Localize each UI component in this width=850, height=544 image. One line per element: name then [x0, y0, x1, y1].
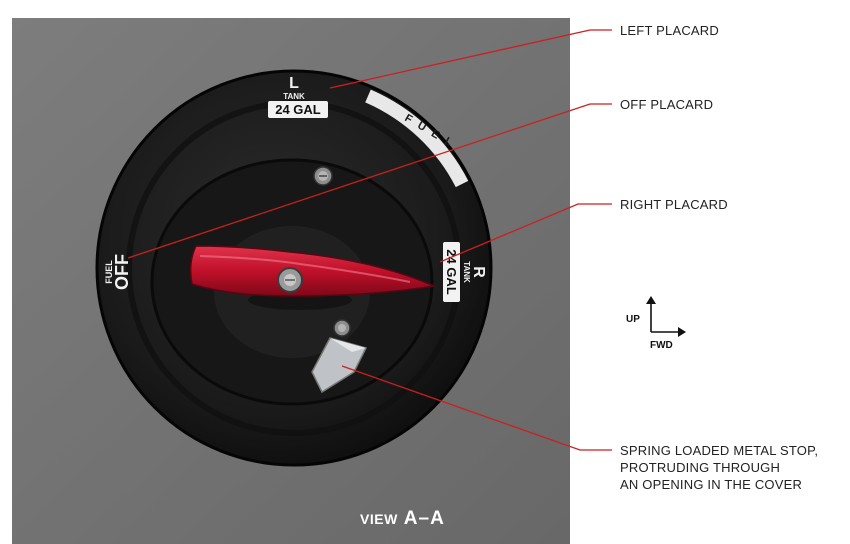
- off-placard: FUEL OFF: [104, 254, 132, 290]
- handle-center-screw: [277, 267, 303, 293]
- left-tank-label: TANK: [283, 92, 305, 101]
- left-capacity-text: 24 GAL: [275, 102, 321, 117]
- right-capacity-text: 24 GAL: [444, 249, 459, 295]
- leader-right-placard: [439, 203, 612, 263]
- right-tank-letter: R: [470, 266, 487, 278]
- leader-metal-stop: [341, 365, 612, 451]
- up-arrow-head: [646, 296, 656, 304]
- leader-lines: [127, 29, 612, 451]
- callout-metal-stop-line1: SPRING LOADED METAL STOP,: [620, 443, 819, 458]
- callout-metal-stop: SPRING LOADED METAL STOP, PROTRUDING THR…: [620, 442, 818, 493]
- upper-screw: [313, 166, 333, 186]
- off-big-label: OFF: [112, 254, 132, 290]
- orientation-indicator: [646, 296, 686, 337]
- left-capacity-box: [268, 101, 328, 118]
- callout-off-placard: OFF PLACARD: [620, 97, 714, 112]
- leader-left-placard: [329, 29, 612, 89]
- left-placard: L TANK 24 GAL: [268, 75, 328, 118]
- callout-left-placard: LEFT PLACARD: [620, 23, 719, 38]
- up-label: UP: [626, 314, 640, 325]
- fwd-label: FWD: [650, 340, 673, 351]
- callout-metal-stop-line3: AN OPENING IN THE COVER: [620, 477, 803, 492]
- metal-stop-shade: [330, 338, 366, 352]
- callout-metal-stop-line2: PROTRUDING THROUGH: [620, 460, 781, 475]
- callout-right-placard: RIGHT PLACARD: [620, 197, 728, 212]
- lower-screw: [333, 319, 351, 337]
- view-word: VIEW: [360, 511, 398, 527]
- selector-handle: [189, 245, 437, 310]
- selector-rim: [95, 69, 493, 467]
- right-placard: 24 GAL TANK R: [443, 242, 487, 302]
- right-capacity-box: [443, 242, 460, 302]
- right-tank-label: TANK: [462, 261, 471, 283]
- leader-off-placard: [127, 103, 612, 259]
- fwd-arrow-head: [678, 327, 686, 337]
- left-tank-letter: L: [289, 75, 299, 92]
- fuel-arc-stripe: [365, 89, 469, 188]
- view-section: A–A: [403, 508, 445, 529]
- off-small-label: FUEL: [104, 260, 114, 284]
- view-label: VIEW A–A: [360, 508, 445, 530]
